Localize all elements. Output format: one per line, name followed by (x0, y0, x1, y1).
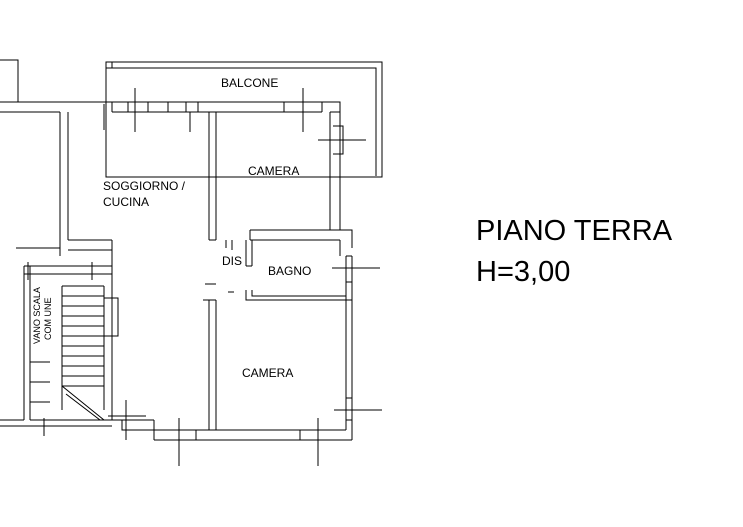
label-dis: DIS (222, 254, 242, 268)
balcony-outline (105, 61, 383, 178)
walls (0, 59, 383, 466)
label-balcone: BALCONE (221, 76, 278, 90)
ceiling-height: H=3,00 (476, 256, 570, 288)
floor-title: PIANO TERRA (476, 215, 673, 247)
label-soggiorno-line1: SOGGIORNO / (103, 179, 186, 193)
label-camera-bottom: CAMERA (242, 366, 293, 380)
plan-title: PIANO TERRA H=3,00 (476, 215, 673, 288)
label-vano-scala-line2: COM UNE (43, 298, 53, 341)
label-vano-scala-line1: VANO SCALA (32, 287, 42, 344)
room-labels: BALCONE SOGGIORNO / CUCINA CAMERA DIS BA… (32, 76, 311, 380)
label-camera-top: CAMERA (248, 164, 299, 178)
label-bagno: BAGNO (268, 264, 311, 278)
label-soggiorno-line2: CUCINA (103, 195, 149, 209)
